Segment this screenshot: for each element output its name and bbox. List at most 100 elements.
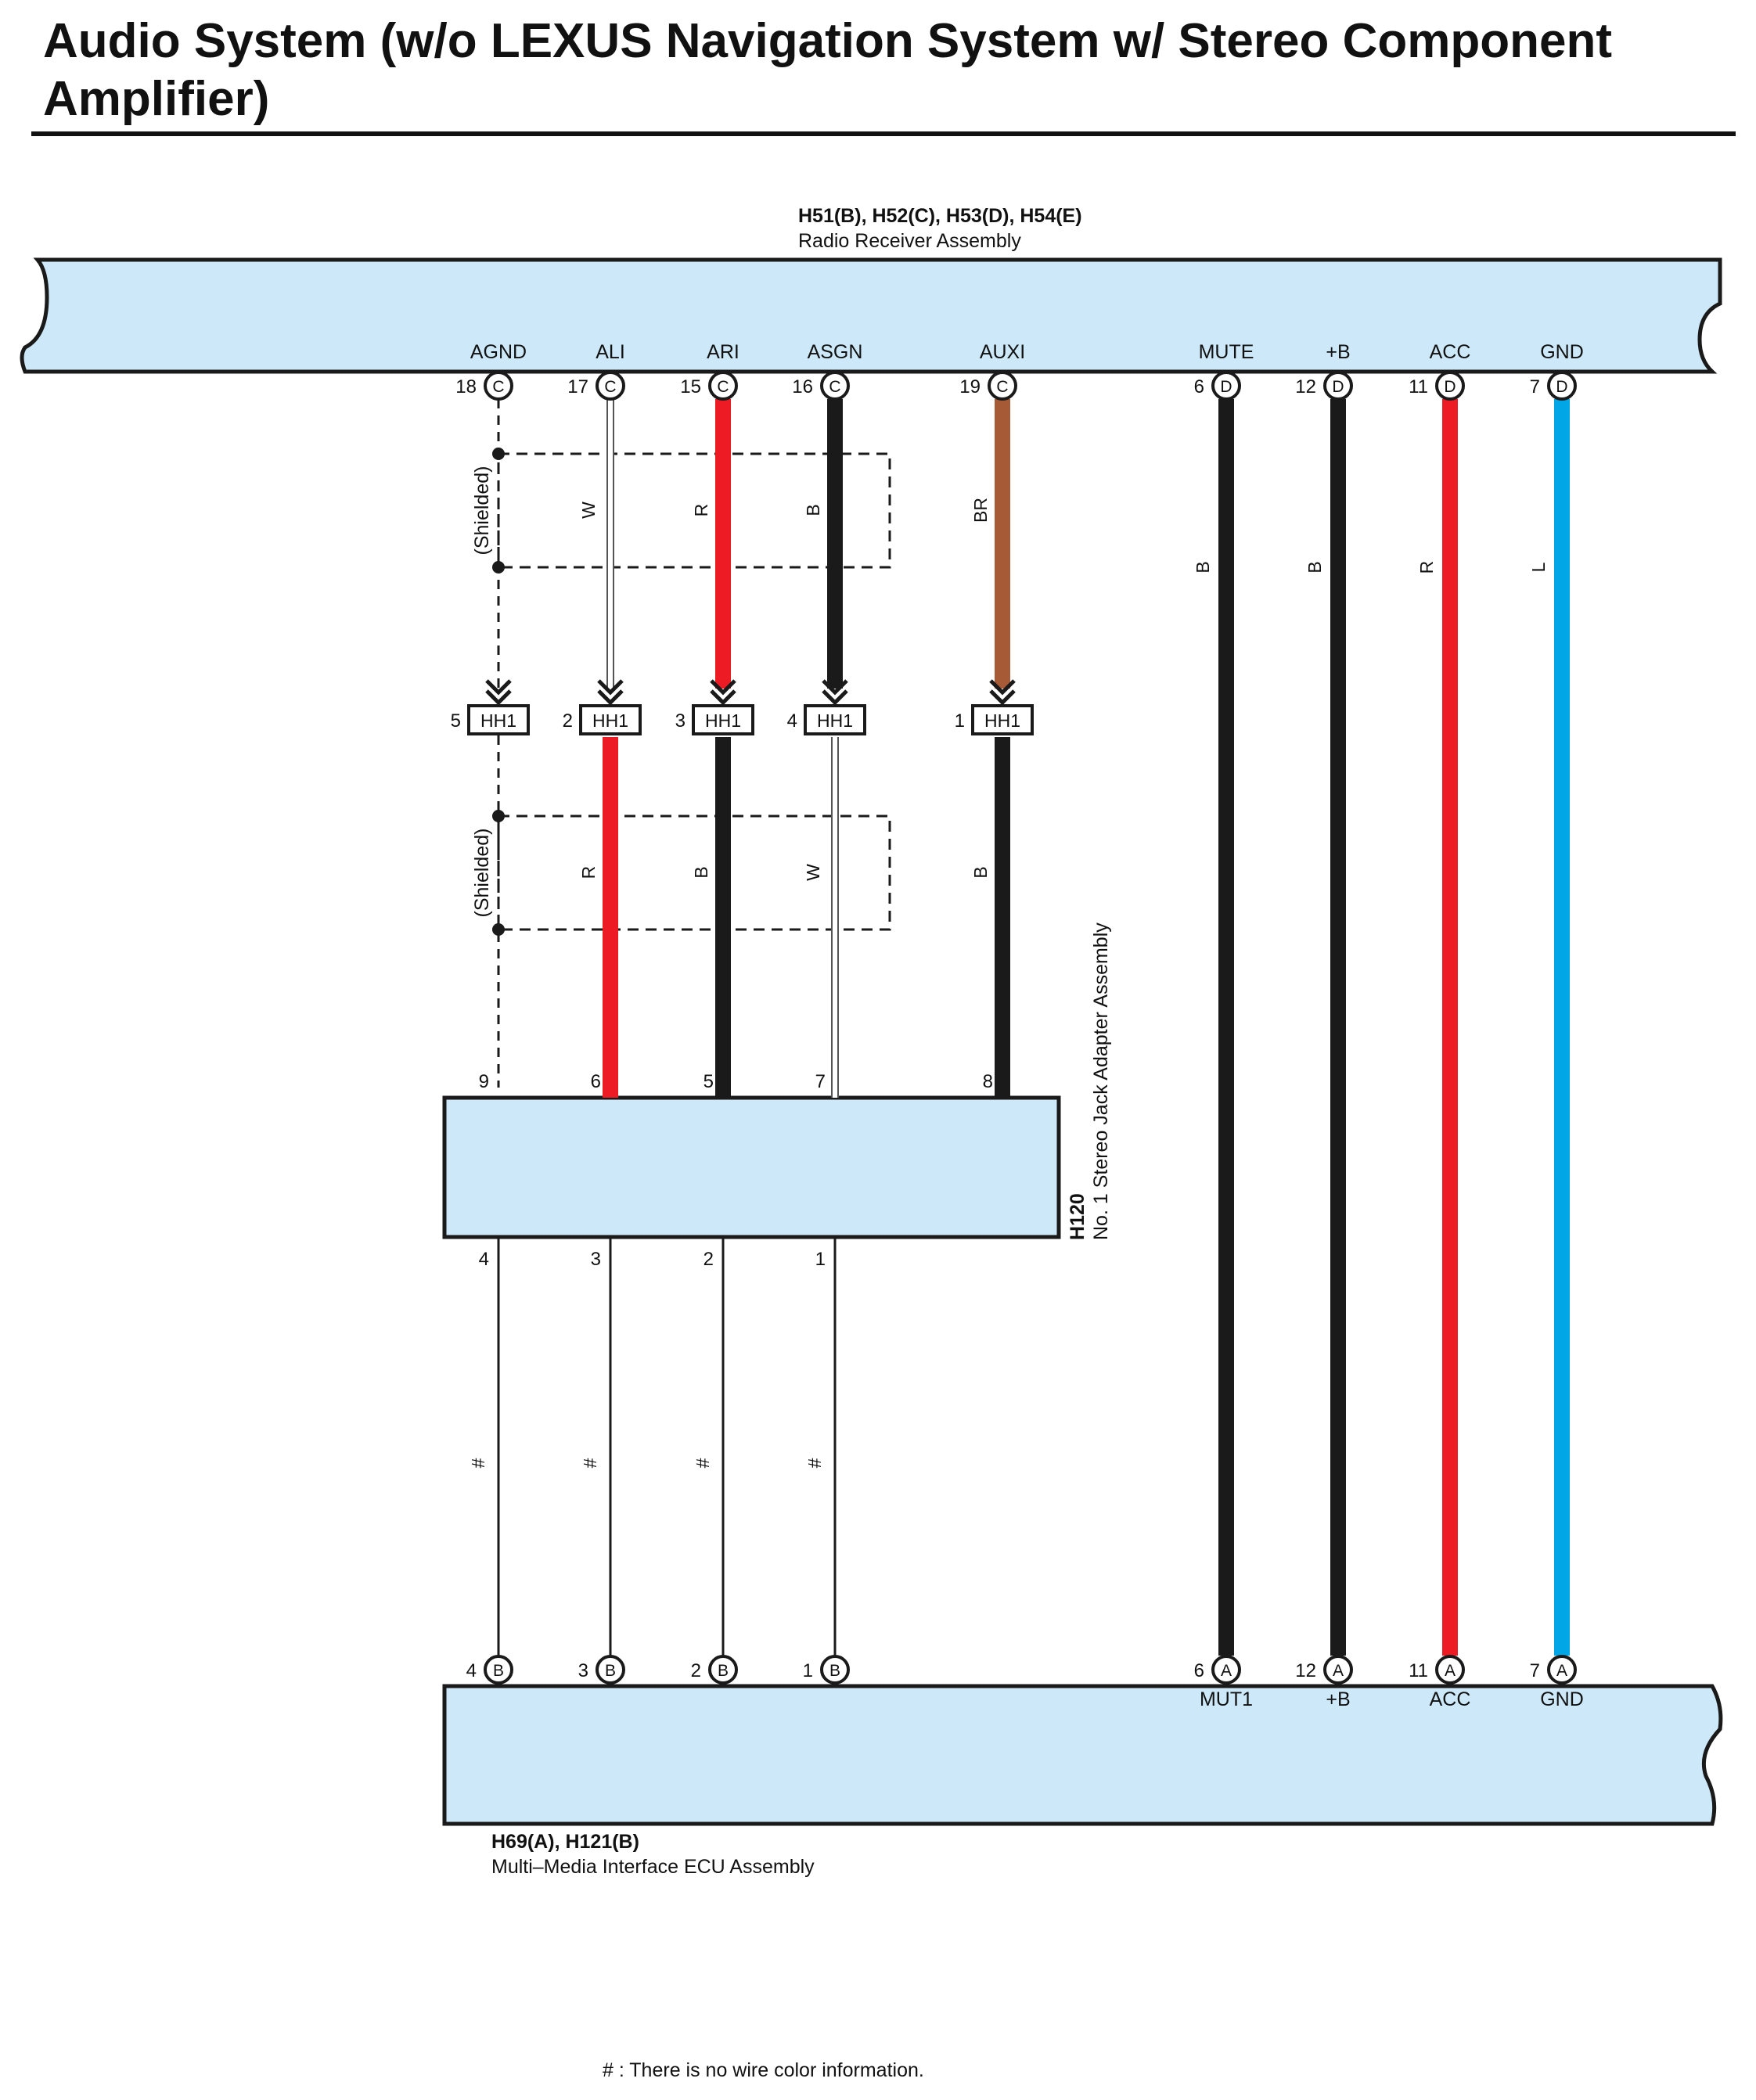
wire-color-code: W — [578, 502, 599, 519]
adapter-top-pin-number: 7 — [815, 1071, 826, 1092]
wire-color-code: B — [1193, 561, 1213, 573]
ecu-terminal-pin — [596, 1655, 625, 1685]
radio-terminal-connector-letter: C — [604, 378, 616, 396]
radio-terminal-connector-letter: D — [1332, 378, 1344, 396]
radio-terminal-connector-letter: D — [1444, 378, 1456, 396]
junction-connector — [467, 704, 530, 735]
wire-color-code: B — [803, 504, 823, 516]
ecu-terminal-pin-number: 2 — [691, 1660, 701, 1681]
radio-terminal-pin — [1323, 371, 1353, 401]
junction-arrow-icon — [597, 679, 624, 706]
ecu-terminal-pin-number: 6 — [1194, 1660, 1204, 1681]
radio-terminal-connector-letter: C — [492, 378, 504, 396]
ecu-terminal-pin — [1435, 1655, 1465, 1685]
junction-connector-label: HH1 — [705, 710, 741, 731]
radio-terminal-pin-number: 16 — [792, 376, 813, 397]
wire-color-code: R — [578, 866, 599, 879]
junction-connector-label: HH1 — [984, 710, 1020, 731]
junction-connector-label: HH1 — [480, 710, 516, 731]
shield-junction-dot — [492, 810, 505, 822]
junction-pin-number: 5 — [451, 710, 461, 732]
ecu-terminal-pin — [1211, 1655, 1241, 1685]
radio-terminal-pin-number: 6 — [1194, 376, 1204, 397]
radio-terminal-pin-number: 11 — [1409, 376, 1428, 397]
wire-color-code: L — [1528, 562, 1549, 572]
adapter-bottom-pin-number: 4 — [479, 1249, 489, 1270]
ecu-terminal-connector-letter: B — [605, 1662, 616, 1680]
radio-terminal-pin-number: 7 — [1530, 376, 1540, 397]
junction-connector-label: HH1 — [817, 710, 853, 731]
radio-terminal-signal: AGND — [470, 341, 527, 363]
ecu-terminal-connector-letter: B — [718, 1662, 729, 1680]
junction-pin-number: 1 — [955, 710, 965, 732]
junction-arrow-icon — [710, 679, 736, 706]
adapter-top-pin-number: 6 — [591, 1071, 601, 1092]
ecu-terminal-connector-letter: B — [829, 1662, 840, 1680]
page-title: Audio System (w/o LEXUS Navigation Syste… — [43, 14, 1612, 126]
radio-terminal-connector-letter: C — [829, 378, 840, 396]
radio-terminal-connector-letter: D — [1556, 378, 1567, 396]
radio-terminal-connector-letter: D — [1220, 378, 1232, 396]
junction-arrow-icon — [485, 679, 512, 706]
wire-color-code: # — [804, 1458, 825, 1468]
radio-terminal-pin-number: 15 — [680, 376, 701, 397]
radio-terminal-signal: MUTE — [1199, 341, 1254, 363]
ecu-terminal-pin — [484, 1655, 513, 1685]
ecu-terminal-pin — [820, 1655, 850, 1685]
junction-arrow-icon — [822, 679, 848, 706]
radio-terminal-pin — [1547, 371, 1577, 401]
wire-color-code: B — [1304, 561, 1325, 573]
wire-color-code: # — [580, 1458, 600, 1468]
radio-terminal-signal: AUXI — [980, 341, 1025, 363]
radio-terminal-pin-number: 12 — [1295, 376, 1316, 397]
radio-receiver-box — [20, 257, 1722, 374]
ecu-terminal-connector-letter: A — [1556, 1662, 1567, 1680]
shielded-label: (Shielded) — [471, 829, 493, 918]
mmi-ecu-box — [442, 1684, 1723, 1826]
ecu-terminal-pin-number: 7 — [1530, 1660, 1540, 1681]
adapter-top-pin-number: 8 — [983, 1071, 993, 1092]
radio-assembly-name: Radio Receiver Assembly — [798, 230, 1021, 252]
wire-color-code: R — [1416, 561, 1437, 574]
ecu-terminal-pin-number: 12 — [1295, 1660, 1316, 1681]
adapter-bottom-pin-number: 1 — [815, 1249, 826, 1270]
radio-terminal-signal: ASGN — [808, 341, 863, 363]
junction-pin-number: 4 — [787, 710, 797, 732]
adapter-id: H120 — [1067, 1193, 1089, 1240]
radio-terminal-pin — [708, 371, 738, 401]
title-rule — [31, 131, 1736, 136]
wire-color-code: W — [803, 864, 823, 881]
ecu-terminal-pin — [1547, 1655, 1577, 1685]
wire-color-code: # — [468, 1458, 488, 1468]
radio-terminal-signal: ACC — [1430, 341, 1471, 363]
wire-color-code: BR — [970, 498, 991, 523]
radio-terminal-pin — [820, 371, 850, 401]
ecu-terminal-pin — [708, 1655, 738, 1685]
adapter-bottom-pin-number: 2 — [703, 1249, 714, 1270]
shield-junction-dot — [492, 923, 505, 936]
ecu-terminal-signal: ACC — [1430, 1688, 1471, 1710]
radio-terminal-signal: ALI — [596, 341, 625, 363]
ecu-terminal-connector-letter: B — [493, 1662, 504, 1680]
ecu-terminal-signal: MUT1 — [1200, 1688, 1253, 1710]
junction-pin-number: 2 — [563, 710, 573, 732]
ecu-terminal-pin-number: 1 — [803, 1660, 813, 1681]
radio-terminal-pin — [484, 371, 513, 401]
junction-connector — [579, 704, 642, 735]
ecu-terminal-signal: GND — [1540, 1688, 1584, 1710]
ecu-terminal-signal: +B — [1326, 1688, 1350, 1710]
wire-color-code: B — [970, 866, 991, 878]
junction-connector — [692, 704, 754, 735]
radio-terminal-pin — [596, 371, 625, 401]
junction-arrow-icon — [989, 679, 1016, 706]
radio-terminal-signal: +B — [1326, 341, 1350, 363]
radio-terminal-connector-letter: C — [717, 378, 729, 396]
wire-color-code: R — [691, 504, 711, 517]
adapter-bottom-pin-number: 3 — [591, 1249, 601, 1270]
shielded-label: (Shielded) — [471, 466, 493, 556]
radio-terminal-pin — [1211, 371, 1241, 401]
stereo-jack-adapter-box — [442, 1095, 1061, 1239]
radio-terminal-signal: ARI — [707, 341, 739, 363]
ecu-terminal-pin-number: 4 — [466, 1660, 477, 1681]
